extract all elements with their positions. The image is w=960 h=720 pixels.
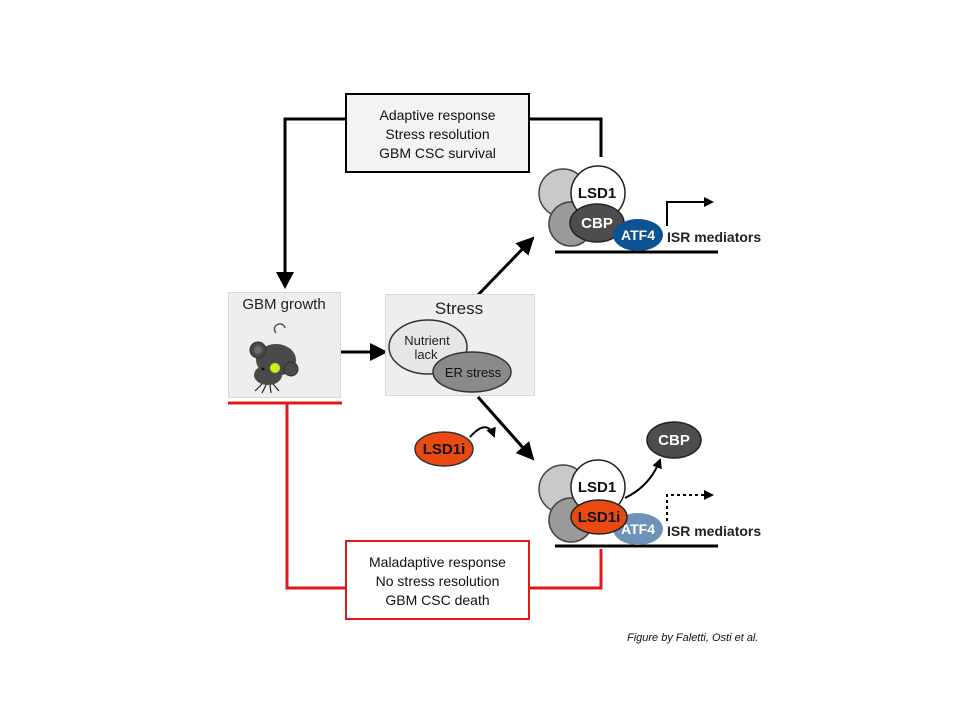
bottom-lsd1i-node — [570, 499, 628, 535]
maladaptive-line-3: GBM CSC death — [385, 592, 490, 608]
er-stress-ellipse — [432, 351, 512, 393]
stress-title: Stress — [435, 299, 483, 318]
stress-to-adaptive-arrow — [476, 236, 535, 297]
gbm-growth-panel — [228, 292, 341, 398]
maladaptive-line-1: Maladaptive response — [369, 554, 506, 570]
adaptive-feedback-line — [283, 117, 345, 272]
adaptive-line-2: Stress resolution — [385, 126, 490, 142]
top-atf4-label: ATF4 — [621, 227, 655, 243]
released-cbp-node — [646, 421, 702, 459]
adaptive-feedback-arrowhead — [276, 272, 294, 289]
top-atf4-node — [613, 219, 663, 251]
adaptive-link-line — [530, 117, 603, 157]
bottom-lsd1-label: LSD1 — [578, 479, 616, 496]
bottom-blocked-transcription-arrow — [666, 490, 714, 521]
top-cbp-label: CBP — [581, 215, 613, 232]
released-cbp-label: CBP — [658, 432, 690, 449]
maladaptive-response-box: Maladaptive response No stress resolutio… — [345, 540, 530, 620]
lsd1i-inhibitor-label: LSD1i — [423, 441, 466, 458]
nutrient-line-2: lack — [414, 347, 438, 362]
top-transcription-arrow — [666, 197, 714, 226]
cbp-release-arrow — [624, 458, 662, 499]
er-stress-label: ER stress — [445, 365, 502, 380]
inhibitor-arrow — [469, 426, 496, 438]
adaptive-line-1: Adaptive response — [379, 107, 496, 123]
stress-to-maladaptive-arrow — [476, 396, 535, 461]
bottom-lsd1i-label: LSD1i — [578, 509, 621, 526]
gbm-growth-label: GBM growth — [242, 296, 325, 313]
top-lsd1-label: LSD1 — [578, 185, 616, 202]
bottom-isr-label: ISR mediators — [667, 523, 761, 539]
lsd1i-inhibitor-node — [414, 431, 474, 467]
adaptive-line-3: GBM CSC survival — [379, 145, 496, 161]
top-isr-label: ISR mediators — [667, 229, 761, 245]
maladaptive-line-2: No stress resolution — [375, 573, 500, 589]
maladaptive-line-left — [285, 403, 345, 590]
nutrient-line-1: Nutrient — [404, 333, 450, 348]
adaptive-response-box: Adaptive response Stress resolution GBM … — [345, 93, 530, 173]
figure-credit: Figure by Faletti, Osti et al. — [627, 632, 759, 644]
bottom-atf4-label: ATF4 — [621, 521, 655, 537]
maladaptive-line-right — [530, 549, 603, 590]
mouse-icon — [249, 323, 299, 394]
